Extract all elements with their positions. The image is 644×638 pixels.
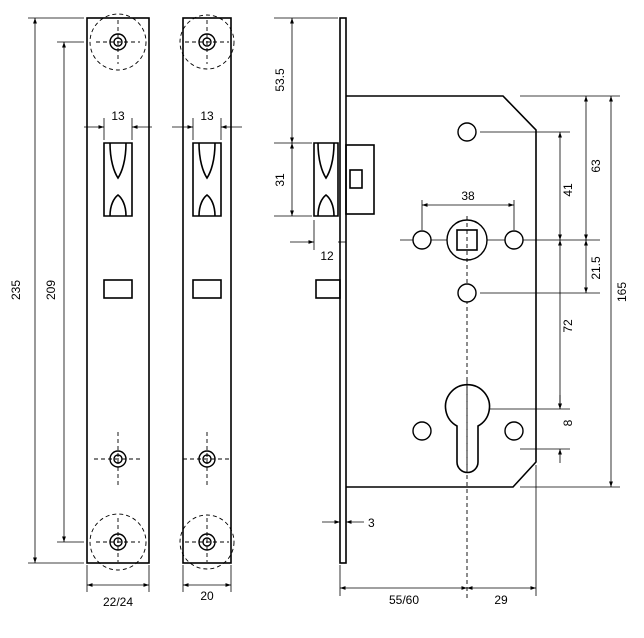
plate-1-screw-hole-mid [94,432,142,486]
plate-screw-spacing-label: 209 [44,280,58,300]
strike-plate-1: 13 22/24 [84,13,152,609]
plate-1-outline [86,17,150,564]
bolt-offset-label: 53.5 [273,68,287,92]
plate-2-screw-hole-top [179,14,235,70]
plate-2-latch-slot [192,142,222,217]
fixing-hole-lower [457,283,477,303]
fixing-hole-bottom-left [412,421,432,441]
bolt-projection-label: 12 [320,249,334,263]
plate-2-screw-hole-mid [183,432,231,486]
plate-1-slot-width-label: 13 [111,109,125,123]
lock-case [346,95,537,488]
top-hole-to-spindle-label: 41 [561,183,575,197]
strike-plate-2: 13 20 [172,14,242,603]
backset-label: 55/60 [389,593,419,607]
plate-2-width-label: 20 [200,589,214,603]
faceplate-thickness-label: 3 [368,516,375,530]
cylinder-offset-label: 8 [561,419,575,426]
plate-1-width-label: 22/24 [103,595,133,609]
plate-2-screw-hole-bottom [179,514,235,570]
dead-bolt [315,279,341,299]
bolt-height-label: 31 [273,173,287,187]
plate-2-bolt-slot [192,279,222,299]
cylinder-to-back-label: 29 [494,593,508,607]
spindle-to-cylinder-label: 72 [561,319,575,333]
fixing-hole-top [457,122,477,142]
plate-1-screw-hole-bottom [89,513,147,571]
plate-1-screw-hole-top [89,13,147,71]
plate-2-slot-width-label: 13 [200,109,214,123]
faceplate [339,17,347,564]
fixing-hole-right [504,230,524,250]
spindle-to-lower-hole-label: 21.5 [589,256,603,280]
top-to-spindle-label: 63 [589,159,603,173]
plate-length-dimensions: 235 209 [9,17,84,564]
spindle-hole-spacing-label: 38 [461,189,475,203]
plate-1-bolt-slot [103,279,133,299]
plate-2-outline [182,17,232,564]
cylinder-cutout [444,383,491,474]
fixing-hole-bottom-right [504,421,524,441]
plate-total-length-label: 235 [9,280,23,300]
lock-body-view: 53.5 31 12 38 41 63 21.5 72 8 165 3 [273,17,629,607]
plate-1-latch-slot [103,142,133,217]
latch-bolt [313,142,375,217]
case-height-label: 165 [615,282,629,302]
fixing-hole-left [412,230,432,250]
